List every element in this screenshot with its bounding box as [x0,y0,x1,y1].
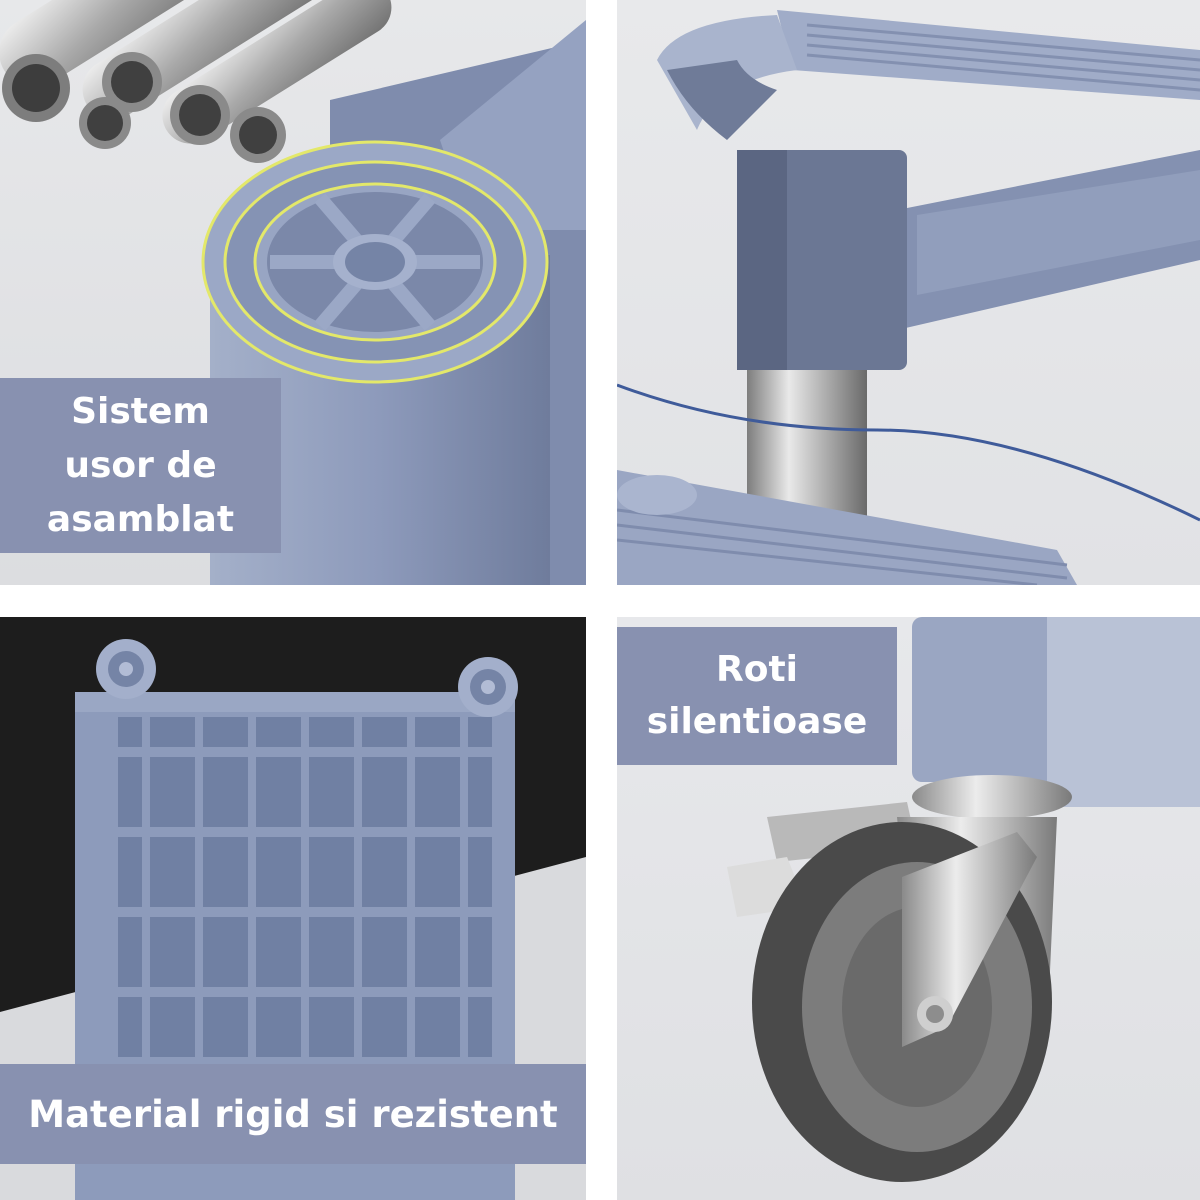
panel-material: Material rigid si rezistent [0,617,586,1200]
shelf-hub-right [458,657,518,717]
label-wheels-line-2: silentioase [646,701,868,742]
label-wheels: Roti silentioase [617,627,897,765]
assembly-joint-image [0,0,586,585]
label-assembly-line-2: usor de [64,444,217,486]
label-assembly-line-3: asamblat [46,498,235,540]
panel-joint [617,0,1200,585]
label-assembly: Sistem usor de asamblat [0,378,281,553]
caster-wheel-image [727,617,1200,1182]
label-material: Material rigid si rezistent [0,1064,586,1164]
panel-assembly: Sistem usor de asamblat [0,0,586,585]
label-wheels-line-1: Roti [715,649,798,690]
panel-wheels: Roti silentioase [617,617,1200,1200]
shelf-hub-left [96,639,156,699]
metal-tubes [0,0,392,163]
label-assembly-line-1: Sistem [71,390,210,432]
handle-joint-image [617,10,1200,585]
